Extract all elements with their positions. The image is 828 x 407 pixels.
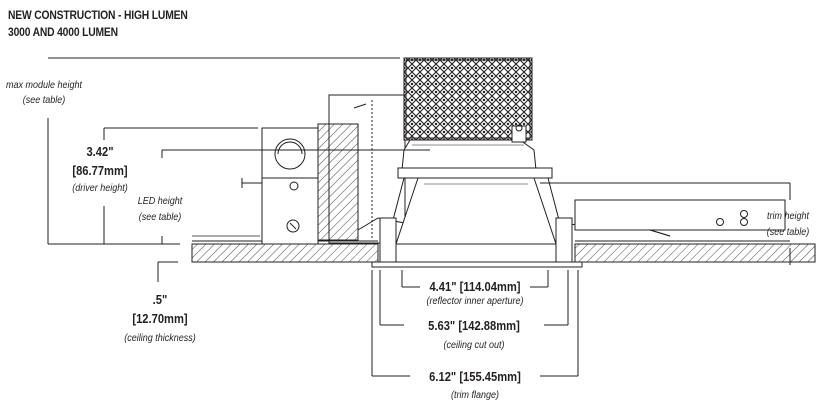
ceiling-cut-out-note: (ceiling cut out) <box>443 340 505 351</box>
led-height-note: (see table) <box>138 212 182 223</box>
trim-height-note: (see table) <box>766 227 810 238</box>
ceiling-cut-out-value: 5.63" [142.88mm] <box>428 318 520 333</box>
ceiling-thickness-note: (ceiling thickness) <box>124 333 196 344</box>
ceiling-thickness-inches: .5" <box>152 292 168 307</box>
reflector <box>395 177 557 245</box>
title-line-2: 3000 AND 4000 LUMEN <box>8 25 118 39</box>
trim-flange-note: (trim flange) <box>450 390 500 401</box>
trim-flange-value: 6.12" [155.45mm] <box>429 369 521 384</box>
led-module-heatsink <box>403 57 533 141</box>
driver-height-note: (driver height) <box>72 183 128 194</box>
max-module-height-note: (see table) <box>22 95 66 106</box>
ceiling-left <box>191 243 379 263</box>
ceiling-right <box>574 243 816 263</box>
knockout-circle <box>274 138 306 170</box>
title-line-1: NEW CONSTRUCTION - HIGH LUMEN <box>8 8 188 22</box>
ceiling-thickness-mm: [12.70mm] <box>132 311 188 326</box>
reflector-aperture-value: 4.41" [114.04mm] <box>429 279 521 294</box>
reflector-aperture-note: (reflector inner aperture) <box>426 296 524 307</box>
driver-housing <box>317 123 359 241</box>
max-module-height-label: max module height <box>5 80 83 91</box>
trim-height-label: trim height <box>766 211 810 222</box>
driver-height-mm: [86.77mm] <box>72 163 128 178</box>
driver-height-inches: 3.42" <box>86 144 114 159</box>
mounting-pan-right <box>574 199 786 231</box>
led-height-label: LED height <box>137 196 183 207</box>
trim-flange <box>371 261 583 268</box>
